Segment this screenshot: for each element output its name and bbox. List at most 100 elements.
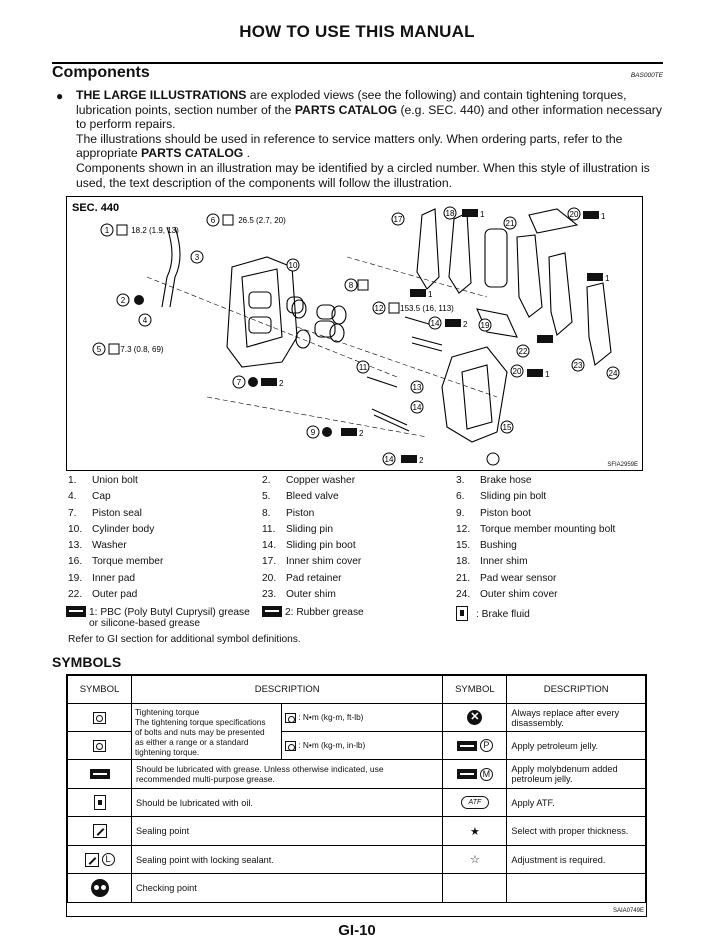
torque-unit-2: : N•m (kg-m, in-lb) (280, 731, 444, 760)
part-item: 14.Sliding pin boot (262, 540, 356, 551)
torque-unit-1: : N•m (kg-m, ft-lb) (280, 703, 444, 732)
part-number: 7. (68, 507, 77, 519)
intro-paragraph-3: Components shown in an illustration may … (76, 160, 650, 190)
part-item: 13. Washer (68, 540, 127, 551)
part-item: 11.Sliding pin (262, 524, 333, 535)
part-name: Inner shim (480, 556, 528, 568)
svg-text:20: 20 (570, 210, 579, 219)
oil-desc: Should be lubricated with oil. (130, 788, 444, 817)
part-item: 7. Piston seal (68, 508, 142, 519)
torque-unit-1-text: : N•m (kg-m, ft-lb) (298, 712, 364, 723)
parts-catalog-term-2: PARTS CATALOG (141, 146, 244, 161)
grease-note-7: 2 (279, 379, 284, 388)
symbols-heading: SYMBOLS (52, 654, 122, 670)
part-item: 9.Piston boot (456, 508, 531, 519)
intro-text-2: (e.g. SEC. 440) and other information ne… (76, 102, 662, 132)
part-name: Torque member mounting bolt (480, 523, 616, 535)
part-number: 20. (262, 572, 277, 584)
title-rule (52, 62, 663, 64)
part-number: 9. (456, 507, 465, 519)
part-name: Union bolt (92, 475, 138, 486)
torque-line-4: as either a range or a standard (135, 736, 249, 747)
replace-desc: Always replace after every disassembly. (506, 703, 646, 732)
part-number: 23. (262, 589, 277, 601)
sealing-icon (92, 824, 107, 838)
torque-line-5: tightening torque. (135, 746, 200, 757)
svg-text:23: 23 (574, 361, 583, 370)
svg-text:6: 6 (211, 216, 216, 225)
torque-line-1: Tightening torque (135, 706, 200, 717)
part-number: 21. (456, 572, 471, 584)
part-number: 17. (262, 556, 277, 568)
part-name: Cap (92, 491, 111, 503)
part-item: 5.Bleed valve (262, 491, 339, 502)
torque-value-12: 153.5 (16, 113) (400, 304, 454, 313)
intro-text-1: are exploded views (see the following) a… (76, 88, 627, 117)
svg-text:11: 11 (359, 363, 368, 372)
components-header: Components BAS000TE (52, 64, 663, 86)
figure-code: SFIA2959E (607, 462, 638, 468)
symbols-code: SAIA0749E (612, 908, 644, 914)
col-symbol-1: SYMBOL (67, 675, 132, 704)
sealing-icon (84, 852, 99, 867)
torque-unit-2-text: : N•m (kg-m, in-lb) (298, 740, 366, 751)
molybdenum-icon: M (479, 767, 493, 781)
petroleum-jelly-icon: P (479, 739, 493, 752)
torque-icon (285, 712, 296, 723)
grease-icon (456, 740, 477, 751)
part-number: 11. (262, 523, 276, 535)
callout-1: 1 (105, 226, 110, 235)
part-item: 3.Brake hose (456, 475, 532, 486)
torque-icon (93, 711, 106, 724)
svg-text:3: 3 (195, 253, 200, 262)
part-item: 21. Pad wear sensor (456, 573, 556, 584)
grease-note-18: 1 (480, 210, 485, 219)
bullet-icon: ● (56, 89, 64, 103)
part-number: 15. (456, 540, 471, 552)
symbols-row: Sealing point ★ Select with proper thick… (67, 816, 646, 846)
part-name: Sliding pin boot (286, 540, 356, 552)
torque-range-icon (93, 739, 106, 752)
locking-icon: L (101, 853, 115, 866)
part-name: Piston (286, 507, 315, 519)
part-number: 10. (68, 523, 83, 535)
grease-icon (66, 606, 86, 618)
checking-icon (90, 879, 109, 897)
brake-caliper-drawing: SEC. 440 (72, 202, 620, 466)
part-name: Pad wear sensor (480, 572, 557, 584)
part-name: Washer (92, 540, 127, 552)
svg-text:8: 8 (349, 281, 354, 290)
thickness-desc: Select with proper thickness. (506, 816, 646, 846)
part-item: 1.Union bolt (68, 475, 138, 486)
grease-icon (456, 769, 477, 779)
part-name: Brake hose (480, 475, 532, 486)
part-number: 19. (68, 572, 83, 584)
parts-catalog-term: PARTS CATALOG (294, 102, 398, 117)
legend-grease-1-text: 1: PBC (Poly Butyl Cuprysil) grease (89, 607, 250, 619)
part-number: 13. (68, 540, 83, 552)
replace-icon: ✕ (467, 710, 483, 725)
grease-note-14a: 2 (463, 320, 468, 329)
torque-value-5: 7.3 (0.8, 69) (120, 345, 163, 354)
atf-desc: Apply ATF. (506, 788, 646, 817)
svg-text:12: 12 (375, 304, 384, 313)
part-number: 18. (456, 556, 471, 568)
grease-desc: Should be lubricated with grease. Unless… (130, 759, 444, 789)
part-item: 18. Inner shim (456, 556, 528, 567)
torque-value-1: 18.2 (1.9, 13) (131, 226, 179, 235)
part-name: Outer shim (286, 589, 336, 601)
svg-text:21: 21 (506, 219, 515, 228)
part-name: Piston seal (92, 507, 142, 519)
torque-description: Tightening torque The tightening torque … (131, 703, 282, 760)
grease-icon (262, 606, 282, 618)
part-item: 22.Outer pad (68, 589, 137, 600)
svg-text:17: 17 (394, 215, 403, 224)
part-number: 8. (262, 507, 271, 519)
svg-text:7: 7 (237, 378, 242, 387)
checking-desc: Checking point (130, 873, 444, 903)
grease-icon (89, 769, 110, 780)
